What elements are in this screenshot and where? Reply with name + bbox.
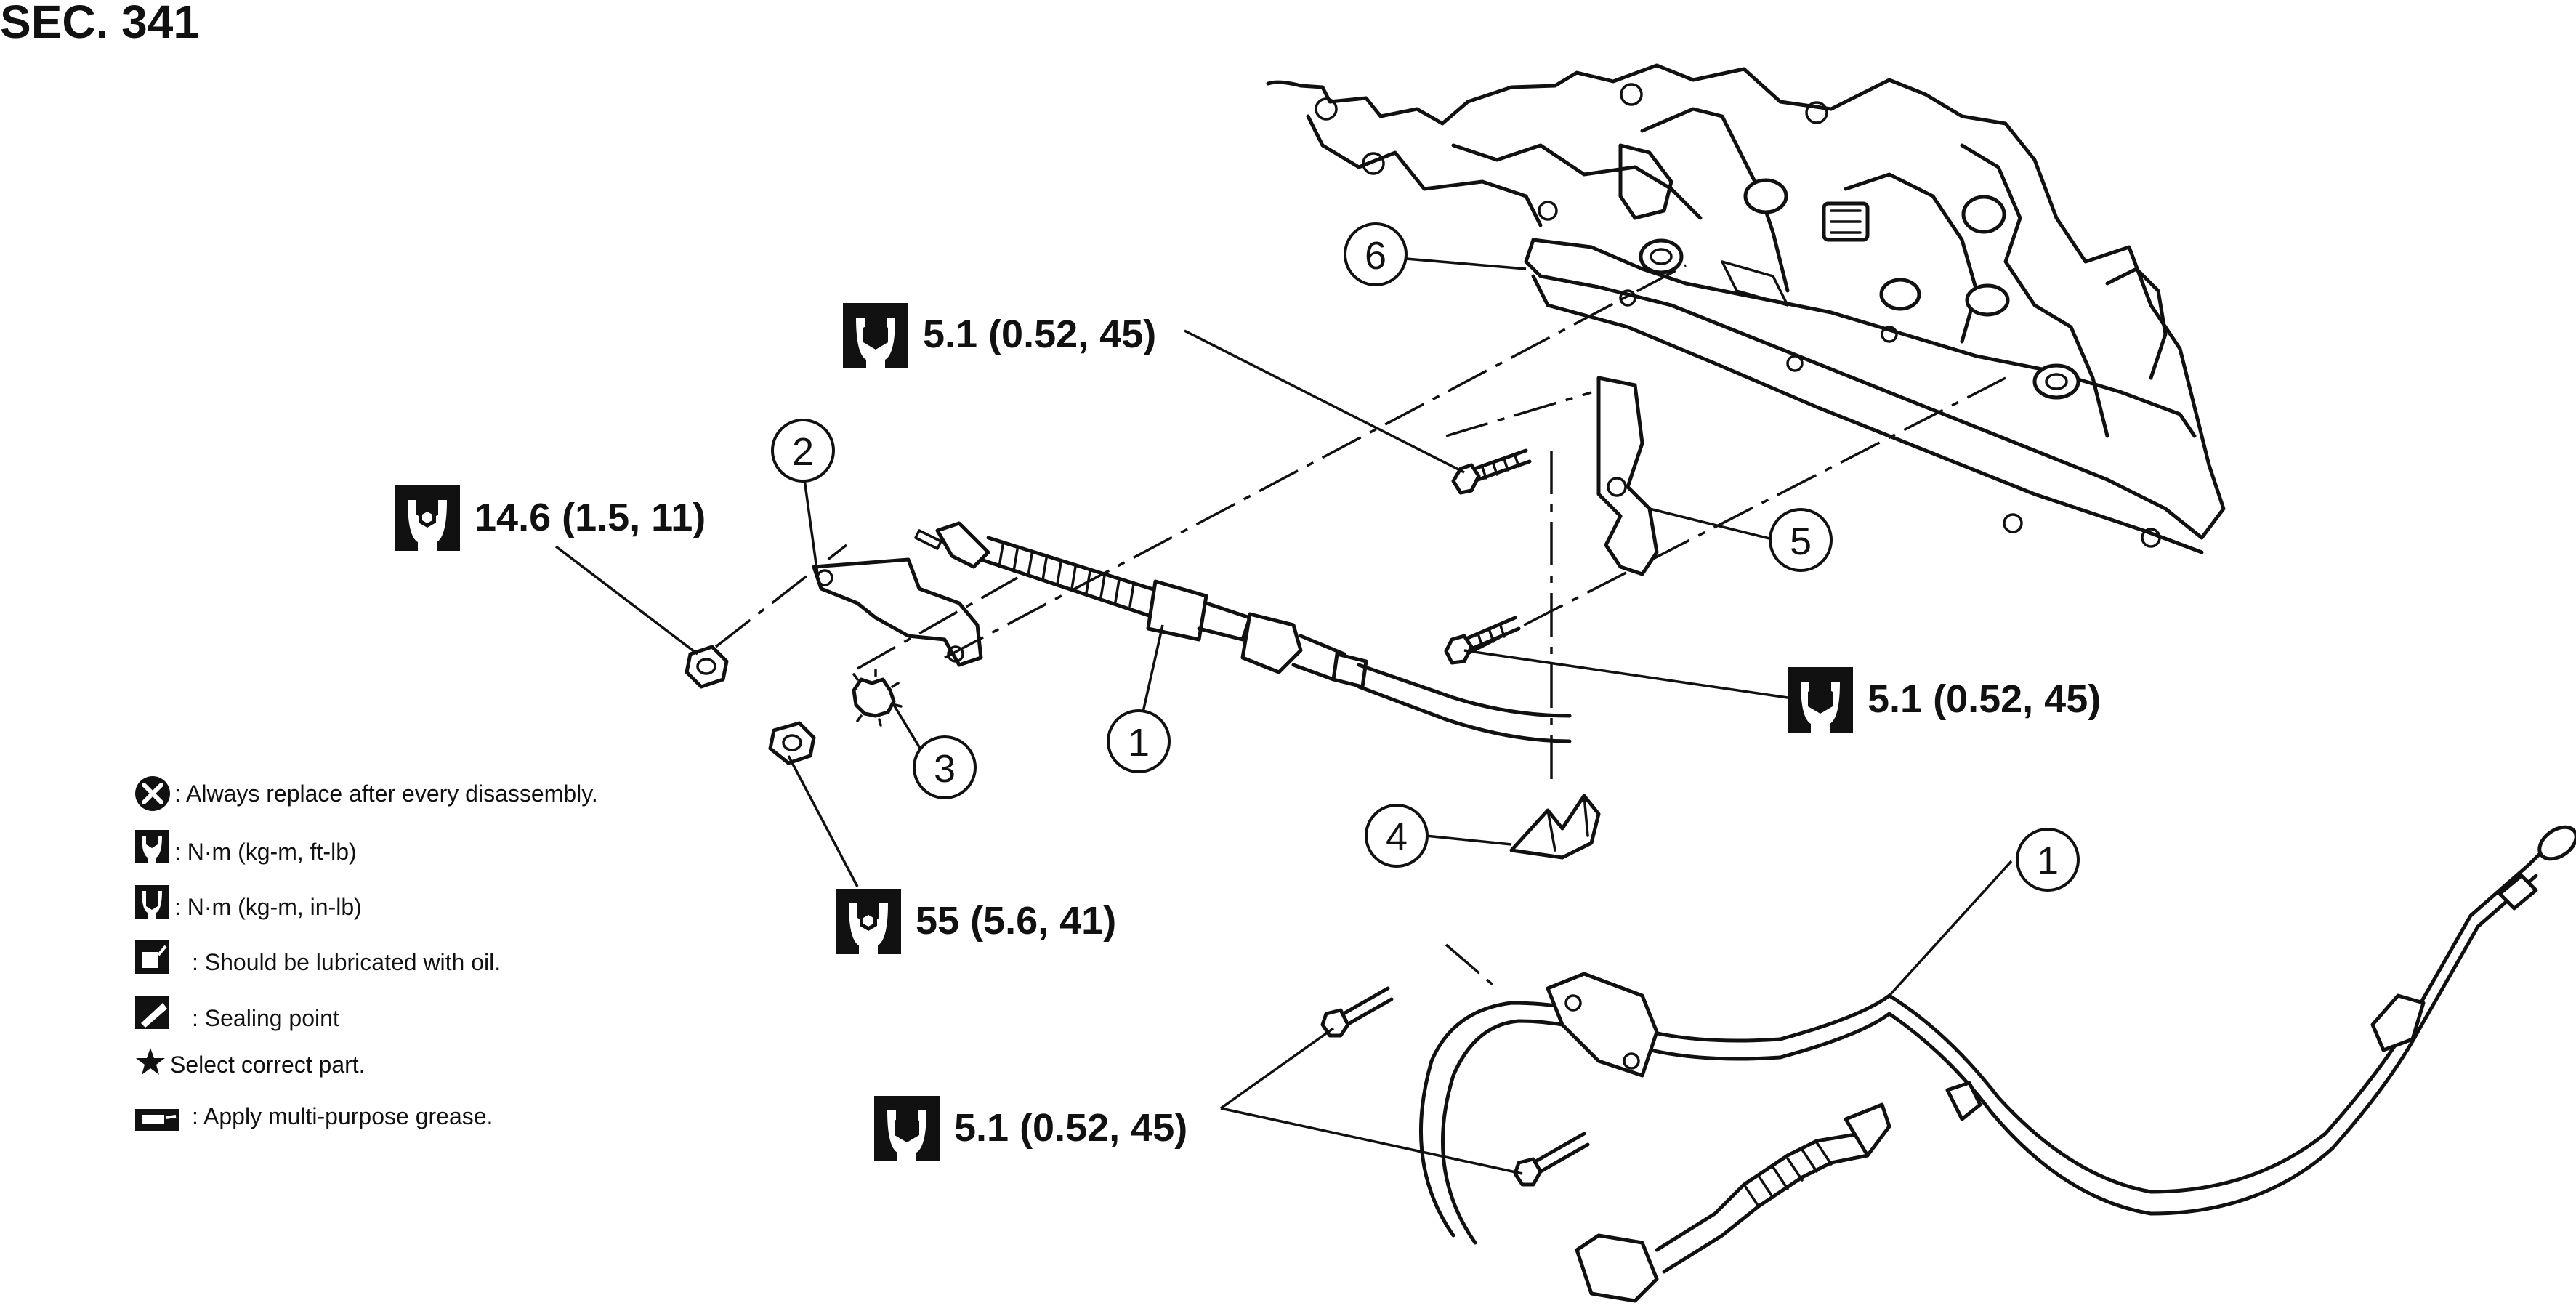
- callout-5: 5: [1769, 508, 1833, 572]
- replace-icon: [135, 776, 170, 811]
- callout-1-upper: 1: [1107, 709, 1171, 773]
- legend-text-ftlb: : N·m (kg-m, ft-lb): [174, 839, 357, 865]
- control-cable-upper: [914, 521, 1572, 743]
- legend: : Always replace after every disassembly…: [135, 776, 598, 1131]
- torque-spec-top-center: 5.1 (0.52, 45): [843, 303, 1156, 368]
- svg-text:14.6 (1.5, 11): 14.6 (1.5, 11): [475, 496, 706, 539]
- assembly-guide-lines: [714, 264, 2006, 990]
- cable-bracket-5: [1596, 376, 1659, 576]
- torque-spec-right: 5.1 (0.52, 45): [1788, 667, 2101, 733]
- svg-text:55 (5.6, 41): 55 (5.6, 41): [916, 899, 1116, 943]
- torque-spec-bottom: 5.1 (0.52, 45): [874, 1096, 1187, 1161]
- legend-text-sealing: : Sealing point: [192, 1005, 339, 1031]
- torque-inlb-icon: [843, 303, 908, 368]
- sealing-icon: [135, 996, 169, 1029]
- callout-1-lower: 1: [2016, 828, 2080, 892]
- oil-can-icon: [135, 940, 169, 974]
- bolt-upper-center: [1451, 448, 1532, 495]
- svg-text:5.1 (0.52, 45): 5.1 (0.52, 45): [954, 1106, 1187, 1150]
- legend-text-grease: : Apply multi-purpose grease.: [192, 1103, 493, 1129]
- legend-text-star: Select correct part.: [170, 1052, 366, 1078]
- svg-text:5.1 (0.52, 45): 5.1 (0.52, 45): [1868, 677, 2101, 721]
- svg-text:3: 3: [934, 747, 956, 791]
- svg-text:1: 1: [1128, 721, 1150, 765]
- torque-spec-left: 14.6 (1.5, 11): [395, 485, 706, 551]
- callout-4: 4: [1365, 804, 1429, 868]
- cable-clip-4: [1509, 794, 1601, 860]
- nut-bottom: [768, 721, 816, 765]
- cable-bracket: [812, 557, 983, 667]
- svg-text:5: 5: [1790, 520, 1812, 563]
- control-cable-lower: [1320, 825, 2576, 1303]
- svg-text:2: 2: [792, 430, 814, 474]
- callout-6: 6: [1344, 222, 1408, 286]
- callout-3: 3: [913, 735, 977, 799]
- legend-text-oil: : Should be lubricated with oil.: [192, 949, 501, 975]
- transmission-case: [1266, 63, 2226, 554]
- legend-text-replace: : Always replace after every disassembly…: [174, 780, 598, 807]
- torque-inlb-icon: [135, 885, 169, 919]
- torque-inlb-icon: [874, 1096, 940, 1161]
- torque-spec-nut: 55 (5.6, 41): [836, 889, 1116, 954]
- svg-text:6: 6: [1365, 234, 1386, 278]
- section-title: SEC. 341: [0, 0, 199, 48]
- torque-ftlb-icon: [135, 830, 169, 863]
- torque-inlb-icon: [1788, 667, 1853, 733]
- svg-text:4: 4: [1386, 815, 1408, 859]
- bolt-right-center: [1444, 616, 1521, 665]
- star-icon: [136, 1048, 165, 1075]
- svg-text:1: 1: [2037, 839, 2059, 883]
- lock-nut-left: [685, 645, 729, 689]
- lock-washer-3: [852, 669, 903, 727]
- torque-ftlb-icon: [836, 889, 901, 954]
- callout-2: 2: [771, 419, 835, 483]
- svg-text:5.1 (0.52, 45): 5.1 (0.52, 45): [923, 312, 1156, 356]
- torque-ftlb-icon: [395, 485, 460, 551]
- grease-icon: [135, 1109, 179, 1131]
- legend-text-inlb: : N·m (kg-m, in-lb): [174, 894, 362, 920]
